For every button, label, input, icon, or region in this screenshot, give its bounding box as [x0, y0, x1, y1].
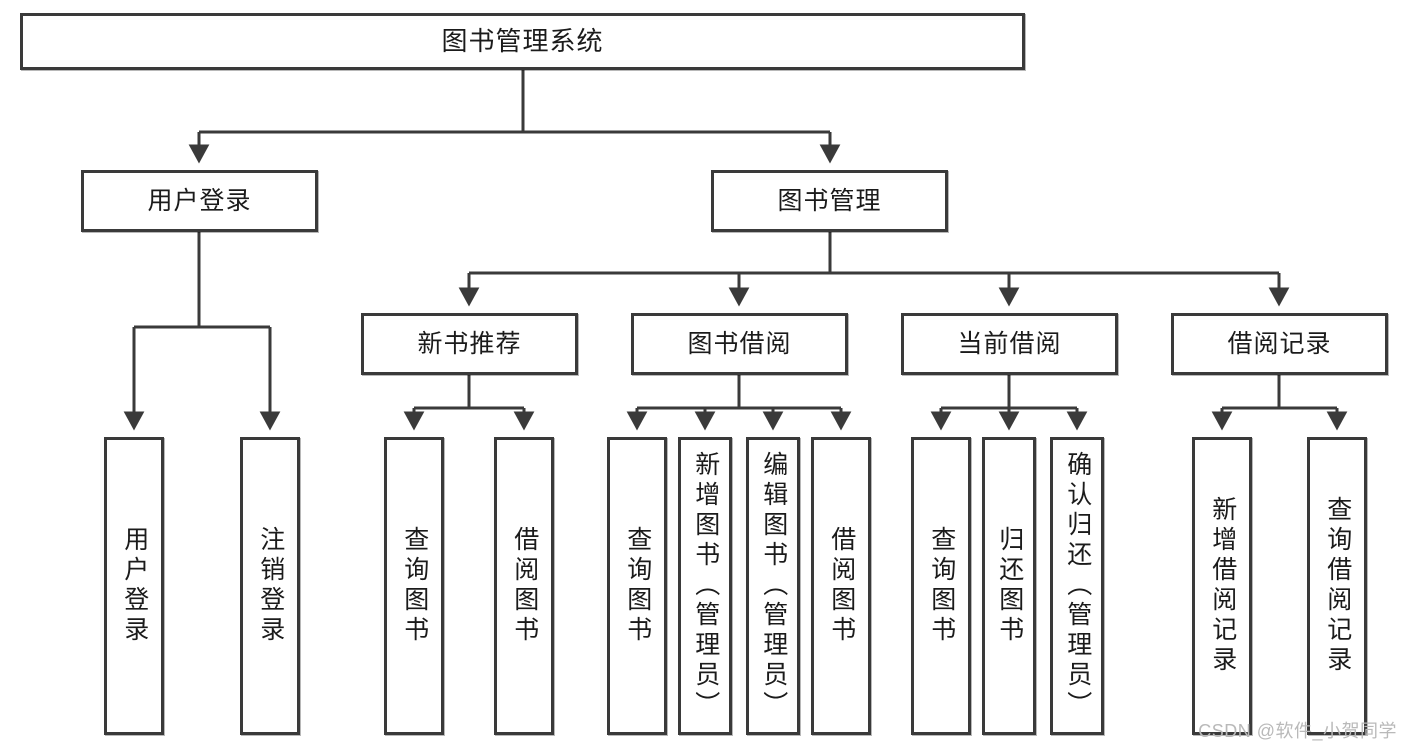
node-label: 新增图书（管理员）	[691, 451, 720, 721]
node-label: 查询图书	[400, 526, 429, 646]
node-label: 借阅图书	[827, 526, 856, 646]
node-label: 注销登录	[256, 526, 285, 646]
node-root-book-management-system[interactable]: 图书管理系统	[20, 13, 1025, 70]
leaf-query-book-borrowing[interactable]: 查询图书	[607, 437, 667, 735]
node-book-management[interactable]: 图书管理	[711, 170, 948, 232]
node-label: 查询图书	[623, 526, 652, 646]
node-label: 归还图书	[995, 526, 1024, 646]
node-label: 新书推荐	[417, 329, 522, 358]
leaf-query-book-current[interactable]: 查询图书	[911, 437, 971, 735]
node-user-login[interactable]: 用户登录	[81, 170, 318, 232]
node-label: 借阅记录	[1227, 329, 1332, 358]
leaf-borrow-book-recommendation[interactable]: 借阅图书	[494, 437, 554, 735]
leaf-logout[interactable]: 注销登录	[240, 437, 300, 735]
leaf-edit-book-admin[interactable]: 编辑图书（管理员）	[746, 437, 800, 735]
node-new-book-recommendation[interactable]: 新书推荐	[361, 313, 578, 375]
node-book-borrowing[interactable]: 图书借阅	[631, 313, 848, 375]
node-label: 查询图书	[927, 526, 956, 646]
leaf-confirm-return-admin[interactable]: 确认归还（管理员）	[1050, 437, 1104, 735]
node-label: 用户登录	[120, 526, 149, 646]
node-label: 编辑图书（管理员）	[759, 451, 788, 721]
node-label: 图书管理	[777, 186, 882, 215]
leaf-query-book-recommendation[interactable]: 查询图书	[384, 437, 444, 735]
node-label: 图书借阅	[687, 329, 792, 358]
node-label: 确认归还（管理员）	[1063, 451, 1092, 721]
leaf-add-book-admin[interactable]: 新增图书（管理员）	[678, 437, 732, 735]
node-label: 当前借阅	[957, 329, 1062, 358]
node-label: 图书管理系统	[441, 25, 604, 56]
leaf-query-borrowing-record[interactable]: 查询借阅记录	[1307, 437, 1367, 735]
node-borrowing-record[interactable]: 借阅记录	[1171, 313, 1388, 375]
node-label: 用户登录	[147, 186, 252, 215]
node-current-borrowing[interactable]: 当前借阅	[901, 313, 1118, 375]
leaf-add-borrowing-record[interactable]: 新增借阅记录	[1192, 437, 1252, 735]
node-label: 查询借阅记录	[1323, 496, 1352, 676]
leaf-user-login[interactable]: 用户登录	[104, 437, 164, 735]
leaf-borrow-book-borrowing[interactable]: 借阅图书	[811, 437, 871, 735]
node-label: 借阅图书	[510, 526, 539, 646]
leaf-return-book[interactable]: 归还图书	[982, 437, 1036, 735]
node-label: 新增借阅记录	[1208, 496, 1237, 676]
